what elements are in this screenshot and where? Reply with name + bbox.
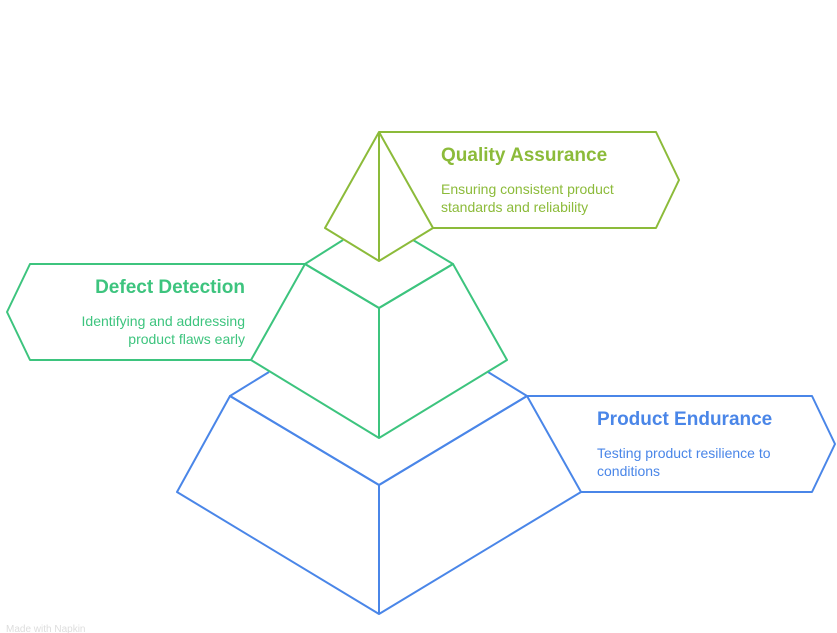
level-title-top: Quality Assurance (441, 145, 608, 166)
label-box-bottom (527, 395, 836, 493)
level-title-middle: Defect Detection (95, 277, 245, 298)
label-box-middle (6, 263, 305, 361)
level-desc-middle: Identifying and addressing product flaws… (81, 313, 245, 347)
level-title-bottom: Product Endurance (597, 409, 773, 430)
tier-bottom (176, 371, 836, 615)
watermark: Made with Napkin (6, 624, 86, 633)
level-desc-bottom: Testing product resilience to conditions (597, 445, 771, 479)
tier-middle (6, 239, 508, 439)
label-box-top (379, 131, 680, 229)
tier-top (324, 131, 680, 262)
level-desc-top: Ensuring consistent product standards an… (441, 181, 614, 215)
